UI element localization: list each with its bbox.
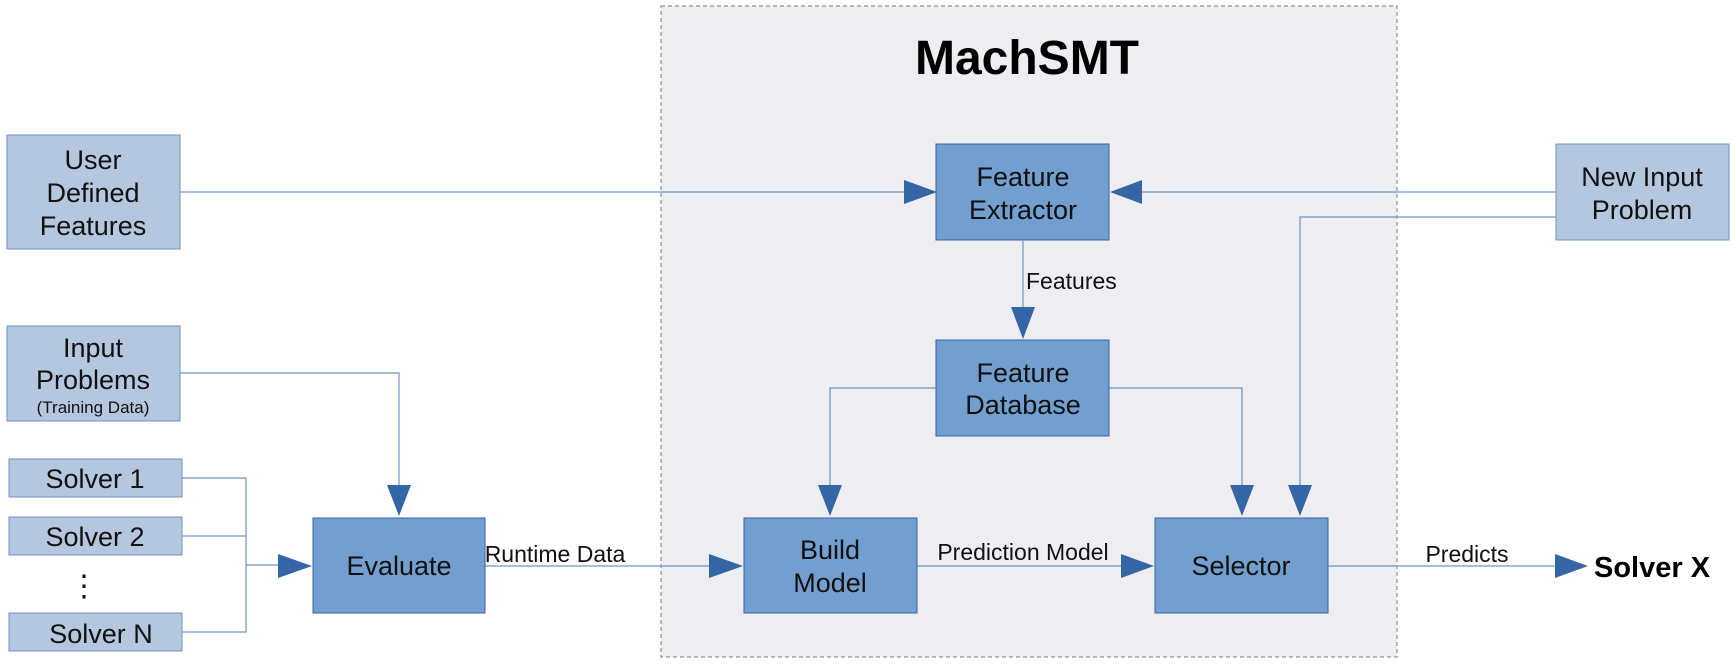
feature-extractor-rect (935, 143, 1110, 241)
build-model-rect (743, 517, 918, 614)
input-problems-rect (6, 325, 181, 422)
arrowhead-selector-from-new-input (1288, 485, 1312, 516)
arrowhead-into-database (1011, 307, 1035, 339)
arrowhead-into-extractor-right (1110, 180, 1142, 204)
new-input-problem-box: New Input Problem (1555, 143, 1730, 241)
user-defined-features-line-3: Features (40, 211, 147, 241)
new-input-problem-line-2: Problem (1592, 195, 1693, 225)
solver-1-label: Solver 1 (45, 464, 144, 494)
build-model-line-1: Build (800, 535, 860, 565)
feature-extractor-line-2: Extractor (969, 195, 1077, 225)
evaluate-rect (312, 517, 486, 614)
evaluate-label: Evaluate (346, 551, 451, 581)
solver-n-label: Solver N (49, 619, 153, 649)
input-problems-line-1: Input (63, 333, 124, 363)
arrowhead-into-extractor-left (904, 180, 937, 204)
solver-2-label: Solver 2 (45, 522, 144, 552)
connector-input-problems-to-evaluate (180, 372, 400, 486)
machsmt-title: MachSMT (915, 32, 1139, 85)
connector-database-to-build-model (829, 387, 936, 486)
connectors (180, 191, 1556, 633)
feature-database-line-1: Feature (976, 358, 1069, 388)
arrowhead-into-selector-left (1121, 554, 1154, 578)
feature-database-line-2: Database (965, 390, 1081, 420)
arrowheads (278, 180, 1588, 578)
build-model-box: Build Model (743, 517, 918, 614)
selector-label: Selector (1191, 551, 1290, 581)
features-edge-label: Features (1026, 268, 1117, 294)
feature-database-box: Feature Database (935, 339, 1110, 437)
evaluate-box: Evaluate (312, 517, 486, 614)
selector-box: Selector (1154, 517, 1329, 614)
user-defined-features-rect (6, 134, 181, 250)
solver-ellipsis: ⋮ (69, 570, 99, 603)
connector-new-input-to-selector (1299, 216, 1556, 488)
input-problems-note: (Training Data) (37, 398, 150, 417)
solver-2-rect (8, 516, 183, 556)
arrowhead-into-build-model (818, 485, 842, 516)
solver-1-box: Solver 1 (8, 458, 183, 498)
new-input-problem-line-1: New Input (1581, 162, 1703, 192)
connector-database-to-selector (1109, 387, 1243, 486)
connector-solvers-to-evaluate (182, 477, 279, 633)
feature-extractor-box: Feature Extractor (935, 143, 1110, 241)
user-defined-features-box: User Defined Features (6, 134, 181, 250)
arrowhead-into-build-model-left (709, 554, 743, 578)
solver-n-rect (8, 612, 183, 652)
input-problems-line-2: Problems (36, 365, 150, 395)
build-model-line-2: Model (793, 568, 867, 598)
feature-extractor-line-1: Feature (976, 162, 1069, 192)
arrowhead-into-evaluate-top (387, 485, 411, 516)
new-input-problem-rect (1555, 143, 1730, 241)
solver-x-output: Solver X (1594, 552, 1711, 584)
feature-database-rect (935, 339, 1110, 437)
solver-n-box: Solver N (8, 612, 183, 652)
user-defined-features-line-2: Defined (46, 178, 139, 208)
solver-2-box: Solver 2 (8, 516, 183, 556)
arrowhead-into-evaluate-left (278, 554, 312, 578)
solver-1-rect (8, 458, 183, 498)
arrowhead-into-output (1555, 554, 1588, 578)
user-defined-features-line-1: User (64, 145, 121, 175)
input-problems-box: Input Problems (Training Data) (6, 325, 181, 422)
arrowhead-selector-from-database (1230, 485, 1254, 516)
runtime-data-edge-label: Runtime Data (485, 541, 626, 567)
selector-rect (1154, 517, 1329, 614)
prediction-model-edge-label: Prediction Model (937, 539, 1108, 565)
predicts-edge-label: Predicts (1425, 541, 1508, 567)
